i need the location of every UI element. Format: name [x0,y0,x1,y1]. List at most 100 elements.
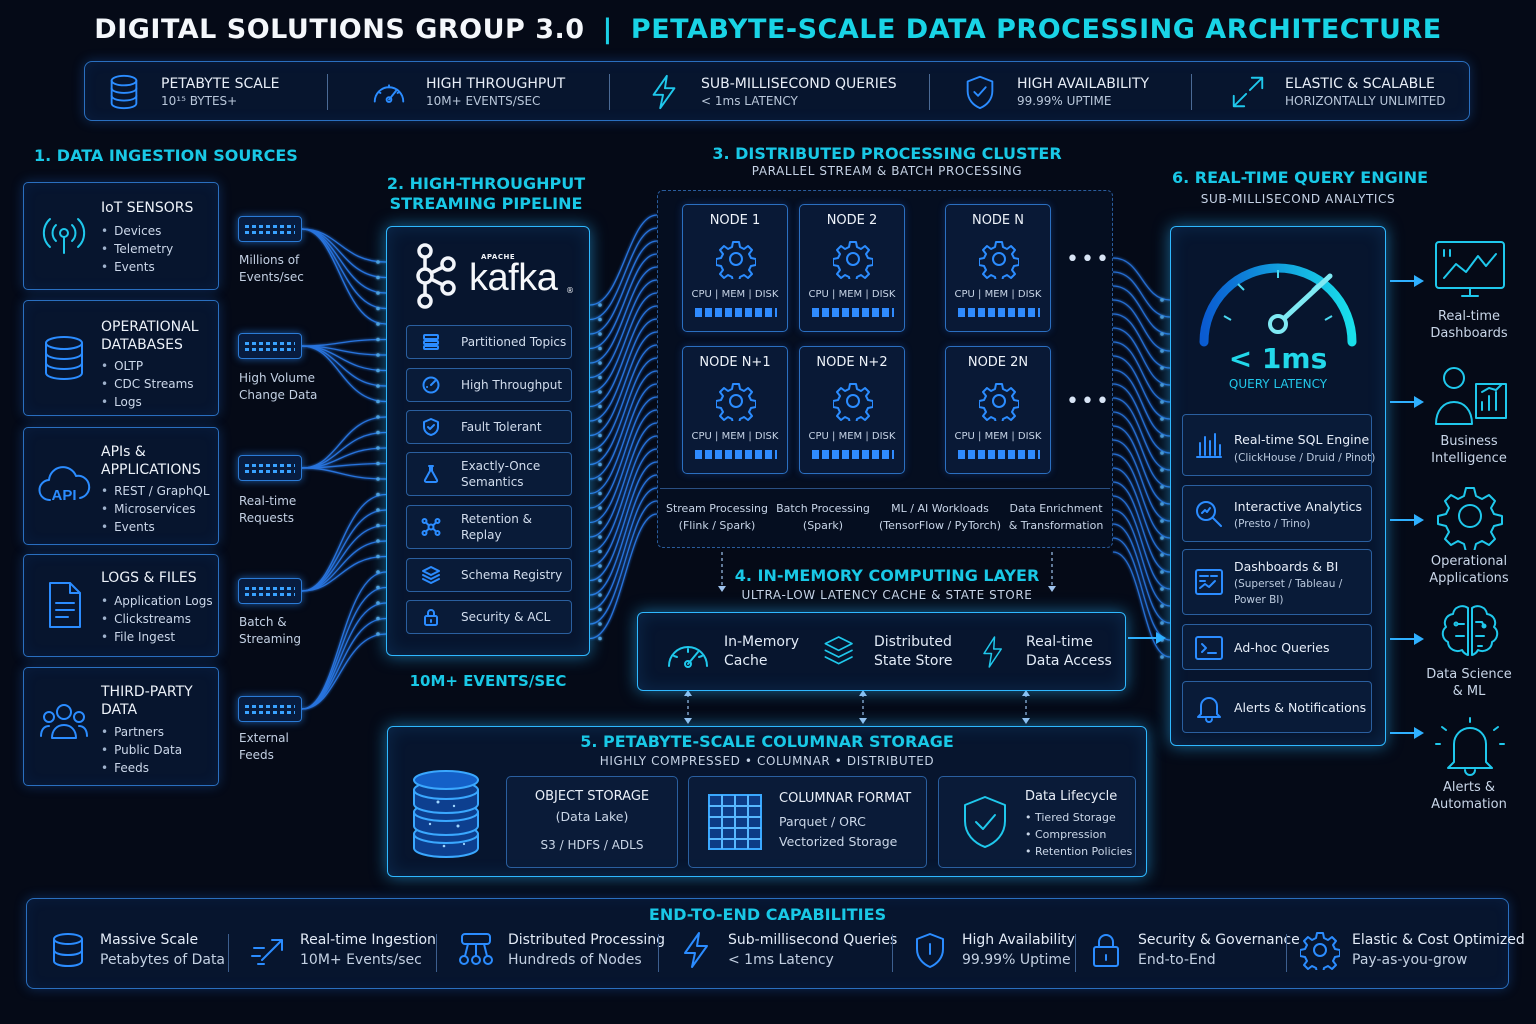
dashboard-icon [1195,569,1223,595]
kafka-feature-exactly-once: Exactly-Once Semantics [406,452,572,496]
node-resources: CPU | MEM | DISK [691,431,779,442]
section-title-storage: 5. PETABYTE-SCALE COLUMNAR STORAGE [580,732,954,751]
output-operational-applications: Operational Applications [1429,554,1509,586]
node-name: NODE N+1 [699,355,771,370]
lock-icon [1093,934,1119,967]
workload-data-enrichment: Data Enrichment & Transformation [1008,502,1104,532]
arrow-right-icon [1390,514,1424,526]
lightning-icon [652,74,676,110]
cluster-node: NODE 2N CPU | MEM | DISK [945,346,1051,474]
speedometer-icon [422,376,440,394]
stream-chip [238,455,302,481]
source-items: OLTPCDC StreamsLogs [101,357,193,411]
output-alerts-automation: Alerts & Automation [1431,780,1507,812]
kafka-feature-high-throughput: High Throughput [406,368,572,402]
flask-icon [423,465,439,483]
node-usage-bar [812,308,894,317]
stream-chip [238,333,302,359]
brain-circuit-icon [1441,605,1499,656]
feature-sub-ms-queries: SUB-MILLISECOND QUERIES< 1ms LATENCY [645,62,897,122]
source-logs-files: LOGS & FILES Application LogsClickstream… [23,554,219,657]
database-icon [45,336,83,380]
node-name: NODE 2N [967,355,1029,370]
svg-text:API: API [51,487,76,504]
section-title-memory: 4. IN-MEMORY COMPUTING LAYER [734,566,1040,585]
gear-icon [979,241,1019,279]
node-resources: CPU | MEM | DISK [808,289,896,300]
database-icon [110,74,138,110]
shield-check-icon [964,796,1006,848]
in-memory-panel [637,612,1126,691]
columnar-format-card: COLUMNAR FORMAT Parquet / ORC Vectorized… [688,776,927,868]
network-nodes-icon [421,518,441,536]
shield-icon [423,418,439,436]
source-items: Application LogsClickstreamsFile Ingest [101,592,213,646]
page-title: DIGITAL SOLUTIONS GROUP 3.0|PETABYTE-SCA… [94,14,1442,45]
lightning-icon [684,932,708,968]
output-data-science-ml: Data Science & ML [1426,667,1512,699]
query-dashboards-bi: Dashboards & BI (Superset / Tableau / Po… [1182,549,1372,615]
kafka-feature-partitioned-topics: Partitioned Topics [406,325,572,359]
lock-icon [424,609,438,626]
source-apis-applications: API APIs & APPLICATIONS REST / GraphQLMi… [23,427,219,545]
node-name: NODE N [971,213,1025,228]
section-title-pipeline: 2. HIGH-THROUGHPUT STREAMING PIPELINE [386,174,586,213]
node-usage-bar [695,308,777,317]
capability-sub-ms-queries: Sub-millisecond Queries< 1ms Latency [676,922,897,978]
memory-state-store: Distributed State Store [822,628,953,676]
source-third-party-data: THIRD-PARTY DATA PartnersPublic DataFeed… [23,667,219,786]
gauge-icon [668,646,708,668]
stack-layers-icon [422,566,440,584]
latency-value: < 1ms [1228,342,1328,375]
database-icon [53,933,83,967]
capabilities-bar [26,898,1509,989]
gear-icon [1300,932,1340,970]
arrow-right-icon [1390,396,1424,408]
section-title-query: 6. REAL-TIME QUERY ENGINE [1171,168,1429,187]
data-lifecycle-card: Data Lifecycle • Tiered Storage • Compre… [938,776,1136,868]
expand-arrows-icon [1232,76,1264,108]
distributed-nodes-icon [459,933,493,965]
gear-icon [833,241,873,279]
node-usage-bar [958,450,1040,459]
workload-batch-processing: Batch Processing (Spark) [776,502,870,532]
bell-icon [1197,697,1221,723]
business-person-chart-icon [1435,367,1507,425]
arrow-right-icon [1390,275,1424,287]
bell-alert-icon [1435,717,1505,776]
storage-cylinders-icon [413,770,479,859]
node-name: NODE 2 [826,213,878,228]
output-business-intelligence: Business Intelligence [1431,434,1507,466]
source-items: REST / GraphQLMicroservicesEvents [101,482,209,536]
monitor-chart-icon [1435,241,1505,297]
terminal-icon [1195,636,1223,660]
query-sql-engine: Real-time SQL Engine (ClickHouse / Druid… [1182,414,1375,476]
source-operational-databases: OPERATIONAL DATABASES OLTPCDC StreamsLog… [23,300,219,416]
node-usage-bar [958,308,1040,317]
kafka-feature-schema-registry: Schema Registry [406,558,572,592]
search-analytics-icon [1196,501,1222,527]
memory-data-access: Real-time Data Access [978,628,1112,676]
source-items: DevicesTelemetryEvents [101,222,173,276]
speedometer-gauge-icon [1199,263,1357,347]
kafka-feature-fault-tolerant: Fault Tolerant [406,410,572,444]
node-resources: CPU | MEM | DISK [954,431,1042,442]
section-title-cluster: 3. DISTRIBUTED PROCESSING CLUSTER [712,144,1062,163]
arrow-right-icon [1390,633,1424,645]
shield-icon [916,933,944,968]
query-adhoc: Ad-hoc Queries [1182,624,1372,670]
output-realtime-dashboards: Real-time Dashboards [1430,309,1508,341]
query-alerts: Alerts & Notifications [1182,681,1372,733]
node-resources: CPU | MEM | DISK [808,431,896,442]
